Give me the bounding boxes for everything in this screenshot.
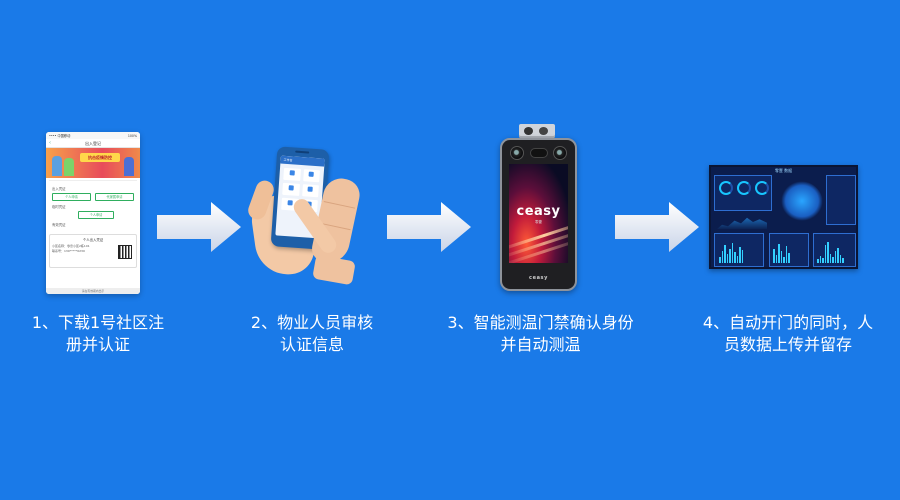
caption-line: 并自动测温 [500,335,581,354]
section-temp-label: 临时凭证 [52,205,66,209]
app-tile-icon [283,167,301,181]
camera-icon [553,146,567,160]
bar-chart-icon [719,241,743,263]
area-chart-icon [717,217,767,229]
phone-status-bar: •••• 中国移动 100% [46,132,140,139]
thermal-camera-module [519,124,555,138]
community-app-screenshot: •••• 中国移动 100% ‹ 出入登记 抗击疫情防控 出入凭证 个人申请 代… [46,132,140,294]
pass-footer: 请在有效期内出示 [46,288,140,294]
caption-line: 册并认证 [65,335,130,354]
temperature-access-terminal: ceasy 零壹 ceasy [500,138,577,291]
camera-icon [510,146,524,160]
camera-lens-icon [539,127,548,135]
caption-line: 4、自动开门的同时，人 [702,313,874,332]
donut-chart-icon [719,181,733,195]
dashboard-panel [826,175,856,225]
arrow-right-icon [157,202,241,252]
app-tile-icon [282,182,300,196]
speaker-icon [295,150,310,154]
pass-line: 联系号：130*****0230 [52,249,85,253]
temp-apply-button: 个人申请 [78,211,114,219]
app-tile-icon [301,184,319,198]
app-nav-bar: ‹ 出入登记 [46,139,140,148]
step-2-caption: 2、物业人员审核 认证信息 [222,312,402,356]
worker-figure-icon [52,156,62,176]
section-pass-label: 出入凭证 [52,187,66,191]
personal-apply-button: 个人申请 [52,193,91,201]
bar-chart-icon [817,241,844,263]
family-apply-button: 代家属申请 [95,193,134,201]
back-icon: ‹ [49,140,51,146]
donut-chart-icon [755,181,769,195]
worker-figure-icon [64,158,74,176]
camera-lens-icon [524,127,533,135]
qr-code-icon [118,245,132,259]
region-map-icon [781,181,823,221]
banner-text: 抗击疫情防控 [80,153,120,162]
wrist-shape [312,254,356,286]
terminal-screen: ceasy 零壹 [509,164,568,263]
terminal-bottom-logo: ceasy [529,275,548,281]
sensor-icon [529,148,548,158]
step-3-caption: 3、智能测温门禁确认身份 并自动测温 [428,312,653,356]
caption-line: 认证信息 [279,335,344,354]
caption-line: 3、智能测温门禁确认身份 [447,313,634,332]
pass-card: 个人出入凭证 小区名称：零壹小区2栋101 联系号：130*****0230 [49,234,137,268]
app-tile-icon [302,169,320,183]
terminal-brand: ceasy [516,204,561,219]
donut-chart-icon [737,181,751,195]
caption-line: 2、物业人员审核 [250,313,374,332]
pass-line: 小区名称：零壹小区2栋101 [52,244,90,248]
terminal-brand-sub: 零壹 [535,220,542,224]
epidemic-banner: 抗击疫情防控 [46,148,140,178]
app-nav-title: 出入登记 [85,141,101,146]
carrier-label: •••• 中国移动 [49,134,71,138]
staff-hand-with-phone: 工作台 [245,140,363,286]
caption-line: 员数据上传并留存 [723,335,852,354]
bar-chart-icon [773,241,790,263]
section-valid-label: 有效凭证 [52,223,66,227]
caption-line: 1、下载1号社区注 [31,313,165,332]
arrow-right-icon [387,202,471,252]
battery-label: 100% [127,133,137,138]
pass-title: 个人出入凭证 [82,238,104,242]
step-4-caption: 4、自动开门的同时，人 员数据上传并留存 [688,312,888,356]
dashboard-title: 零壹 数据 [774,168,793,173]
arrow-right-icon [615,202,699,252]
pass-section: 出入凭证 个人申请 代家属申请 临时凭证 个人申请 有效凭证 [49,180,137,231]
data-dashboard-screen: 零壹 数据 [709,165,858,269]
worker-figure-icon [124,157,134,176]
step-1-caption: 1、下载1号社区注 册并认证 [8,312,188,356]
